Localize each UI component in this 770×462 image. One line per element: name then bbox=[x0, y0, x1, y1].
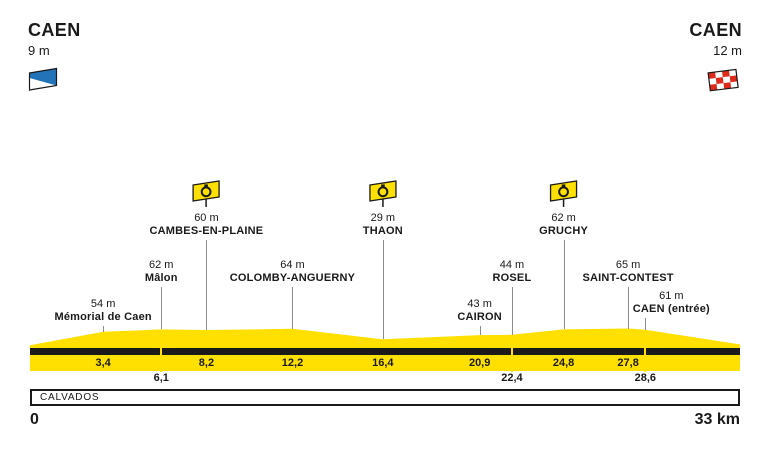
waypoint-name: ROSEL bbox=[492, 272, 532, 284]
km-marker-27-8: 27,8 bbox=[617, 357, 639, 369]
finish-elevation: 12 m bbox=[713, 43, 742, 58]
waypoint-name: CAMBES-EN-PLAINE bbox=[149, 225, 264, 237]
km-band bbox=[30, 355, 740, 371]
waypoint-elevation: 62 m bbox=[551, 212, 576, 224]
waypoint-elevation: 43 m bbox=[467, 298, 492, 310]
waypoint-leader-line bbox=[628, 287, 630, 329]
start-flag-icon bbox=[28, 67, 58, 91]
waypoint-elevation: 62 m bbox=[149, 259, 174, 271]
km-marker-20-9: 20,9 bbox=[468, 357, 491, 369]
km-marker-8-2: 8,2 bbox=[198, 357, 215, 369]
km-tick bbox=[510, 345, 513, 372]
km-marker-22-4: 22,4 bbox=[501, 372, 523, 384]
waypoint-elevation: 60 m bbox=[194, 212, 219, 224]
checkered-finish-flag-icon bbox=[707, 68, 739, 92]
start-elevation: 9 m bbox=[28, 43, 50, 58]
km-marker-3-4: 3,4 bbox=[95, 357, 111, 369]
finish-header: CAEN 12 m bbox=[689, 20, 742, 94]
waypoint-leader-line bbox=[161, 287, 163, 330]
elevation-profile bbox=[30, 328, 740, 348]
km-marker-6-1: 6,1 bbox=[153, 372, 169, 384]
km-marker-12-2: 12,2 bbox=[281, 357, 304, 369]
scale-end: 33 km bbox=[694, 411, 740, 428]
km-tick bbox=[644, 345, 647, 372]
start-header: CAEN 9 m bbox=[28, 20, 81, 94]
scale-start: 0 bbox=[30, 411, 39, 428]
waypoint-leader-line bbox=[382, 240, 384, 340]
route-line bbox=[30, 348, 740, 355]
waypoint-elevation: 44 m bbox=[499, 259, 525, 271]
km-marker-28-6: 28,6 bbox=[634, 372, 657, 384]
km-marker-16-4: 16,4 bbox=[372, 357, 394, 369]
waypoint-elevation: 54 m bbox=[90, 298, 116, 310]
km-tick bbox=[160, 345, 163, 372]
waypoint-elevation: 64 m bbox=[280, 259, 305, 271]
start-city: CAEN bbox=[28, 20, 81, 40]
time-check-flag-icon bbox=[150, 180, 264, 212]
time-check-flag-icon bbox=[363, 180, 403, 212]
waypoint-leader-line bbox=[563, 240, 565, 330]
waypoint-name: Mémorial de Caen bbox=[54, 311, 152, 323]
waypoint-name: CAEN (entrée) bbox=[632, 303, 710, 315]
waypoint-leader-line bbox=[479, 326, 481, 336]
finish-city: CAEN bbox=[689, 20, 742, 40]
km-marker-24-8: 24,8 bbox=[552, 357, 575, 369]
waypoint-leader-line bbox=[206, 240, 208, 330]
region-label: CALVADOS bbox=[40, 392, 100, 403]
waypoint-elevation: 61 m bbox=[659, 290, 684, 302]
waypoint-name: THAON bbox=[362, 225, 403, 237]
waypoint-leader-line bbox=[103, 326, 105, 332]
time-check-flag-icon bbox=[539, 180, 588, 212]
waypoint-elevation: 29 m bbox=[370, 212, 396, 224]
waypoint-leader-line bbox=[511, 287, 513, 335]
waypoint-name: COLOMBY-ANGUERNY bbox=[229, 272, 356, 284]
waypoint-name: SAINT-CONTEST bbox=[582, 272, 674, 284]
waypoint-leader-line bbox=[645, 318, 647, 330]
waypoint-name: CAIRON bbox=[457, 311, 502, 323]
waypoint-name: Mâlon bbox=[144, 272, 178, 284]
waypoint-name: GRUCHY bbox=[539, 225, 588, 237]
region-box: CALVADOS bbox=[30, 389, 740, 406]
waypoint-leader-line bbox=[292, 287, 294, 329]
waypoint-elevation: 65 m bbox=[615, 259, 641, 271]
